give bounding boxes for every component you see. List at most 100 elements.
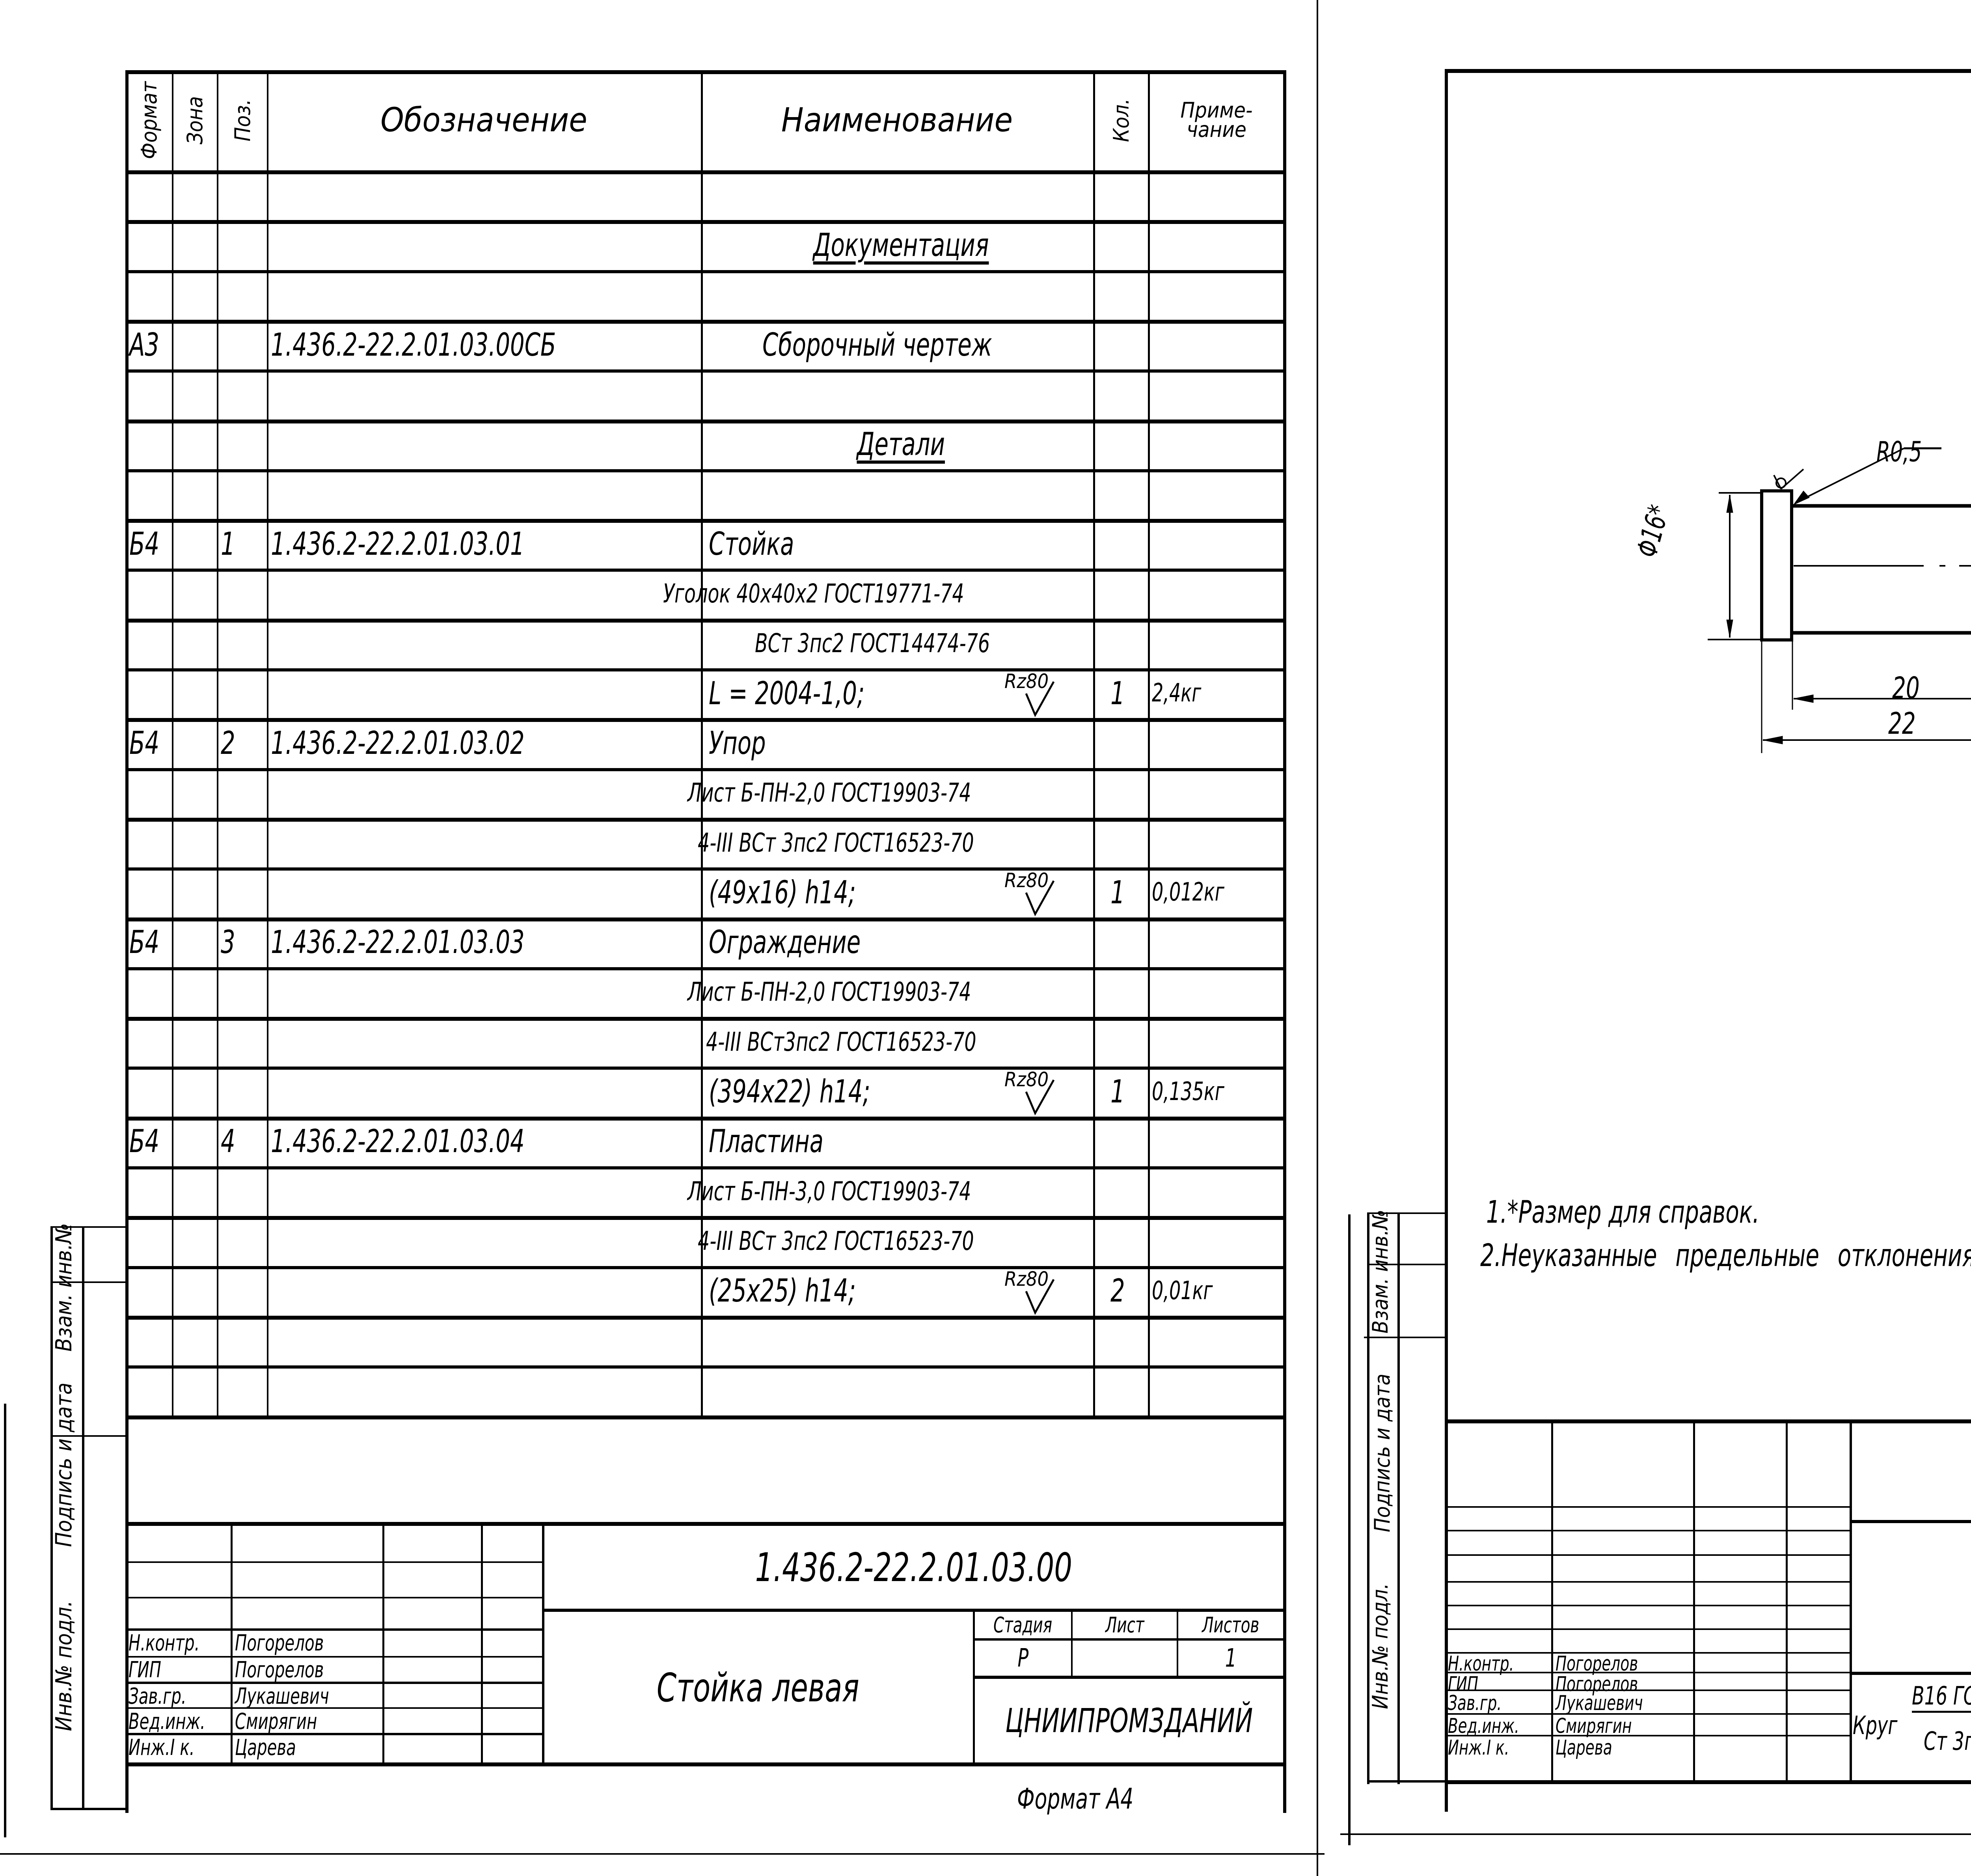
sheet-bottom-edge <box>1340 1833 1971 1835</box>
cell-format <box>129 867 168 917</box>
row-divider <box>125 768 1285 771</box>
row-divider <box>125 668 1285 671</box>
cell-note <box>1152 469 1281 519</box>
cell-qty <box>1097 270 1144 320</box>
signature-role: Вед.инж. <box>1448 1714 1519 1738</box>
row-divider <box>125 1266 1285 1269</box>
sheet-divider <box>1317 0 1318 1876</box>
document-code: 1.436.2-22.2.01.03.00 <box>755 1544 1072 1591</box>
cell-zone <box>176 1365 213 1415</box>
cell-note: 0,01кг <box>1152 1276 1213 1305</box>
row-divider <box>125 917 1285 921</box>
stamp-original-inv: Инв.№ подл. <box>51 1600 77 1731</box>
cell-zone <box>176 220 213 270</box>
cell-qty <box>1097 967 1144 1017</box>
cell-designation <box>271 469 697 519</box>
cell-note <box>1152 619 1281 668</box>
cell-pos <box>221 967 263 1017</box>
cell-qty <box>1097 220 1144 270</box>
cell-name: Упор <box>709 724 766 761</box>
cell-pos <box>221 270 263 320</box>
cell-format <box>129 170 168 220</box>
cell-designation <box>271 1216 697 1266</box>
row-divider <box>125 718 1285 722</box>
cell-note <box>1152 420 1281 469</box>
cell-qty <box>1097 1017 1144 1067</box>
cell-designation <box>271 220 697 270</box>
cell-format <box>129 220 168 270</box>
cell-pos <box>221 1365 263 1415</box>
cell-pos <box>221 469 263 519</box>
cell-name: 4-III ВСт 3пс2 ГОСТ16523-70 <box>697 827 974 858</box>
note-tolerances: 2.Неуказанные предельные отклонения разм… <box>1480 1238 1971 1274</box>
cell-zone <box>176 1017 213 1067</box>
dim-fillet-radius: R0,5 <box>1876 436 1922 468</box>
cell-pos: 4 <box>221 1123 235 1160</box>
signature-name: Лукашевич <box>1556 1691 1643 1715</box>
cell-designation <box>271 1316 697 1365</box>
cell-format <box>129 1216 168 1266</box>
cell-qty <box>1097 369 1144 419</box>
cell-pos <box>221 170 263 220</box>
cell-designation <box>271 569 697 618</box>
cell-note <box>1152 1216 1281 1266</box>
cell-zone <box>176 768 213 818</box>
cell-qty <box>1097 718 1144 768</box>
sheets-value: 1 <box>1225 1643 1237 1673</box>
cell-name <box>709 369 1093 419</box>
cell-format <box>129 569 168 618</box>
cell-zone <box>176 270 213 320</box>
cell-name: 4-III ВСт 3пс2 ГОСТ16523-70 <box>697 1225 974 1256</box>
row-divider <box>125 319 1285 324</box>
row-divider <box>125 1067 1285 1070</box>
column-divider <box>267 70 268 1415</box>
cell-format <box>129 1316 168 1365</box>
row-divider <box>125 1116 1285 1121</box>
cell-designation <box>271 170 697 220</box>
sheet-label: Лист <box>1105 1613 1144 1637</box>
cell-note <box>1152 1166 1281 1216</box>
cell-note <box>1152 967 1281 1017</box>
cell-designation <box>271 967 697 1017</box>
cell-format <box>129 1266 168 1316</box>
row-divider <box>125 369 1285 373</box>
cell-pos: 1 <box>221 525 235 562</box>
frame-top-border <box>1445 69 1971 73</box>
organization-name: ЦНИИПРОМЗДАНИЙ <box>1005 1701 1253 1740</box>
stage-value: Р <box>1017 1643 1028 1673</box>
row-divider <box>125 1415 1285 1419</box>
cell-pos <box>221 1216 263 1266</box>
cell-qty <box>1097 170 1144 220</box>
row-divider <box>125 1365 1285 1369</box>
cell-format <box>129 668 168 718</box>
cell-note <box>1152 270 1281 320</box>
cell-qty <box>1097 519 1144 569</box>
signature-name: Погорелов <box>1556 1652 1638 1676</box>
cell-pos <box>221 369 263 419</box>
signature-name: Смирягин <box>1556 1714 1632 1738</box>
cell-name: L = 2004-1,0; <box>709 675 865 712</box>
column-divider <box>172 70 173 1415</box>
cell-pos <box>221 668 263 718</box>
cell-note: 2,4кг <box>1152 679 1202 708</box>
cell-zone <box>176 1266 213 1316</box>
cell-format: Б4 <box>129 724 160 761</box>
cell-designation <box>271 768 697 818</box>
cell-zone <box>176 668 213 718</box>
sheet-bottom-edge <box>0 1853 1325 1855</box>
cell-name: Ограждение <box>709 924 861 961</box>
signature-name: Смирягин <box>235 1709 317 1734</box>
cell-format <box>129 469 168 519</box>
cell-pos: 2 <box>221 724 235 761</box>
cell-name: 4-III ВСт3пс2 ГОСТ16523-70 <box>706 1026 976 1057</box>
cell-note <box>1152 917 1281 967</box>
cell-qty <box>1097 917 1144 967</box>
cell-format <box>129 1365 168 1415</box>
cell-designation <box>271 1266 697 1316</box>
cell-note: 0,012кг <box>1152 878 1224 907</box>
cell-zone <box>176 1316 213 1365</box>
cell-name <box>709 1316 1093 1365</box>
cell-note <box>1152 768 1281 818</box>
cell-name: ВСт 3пс2 ГОСТ14474-76 <box>754 628 990 659</box>
